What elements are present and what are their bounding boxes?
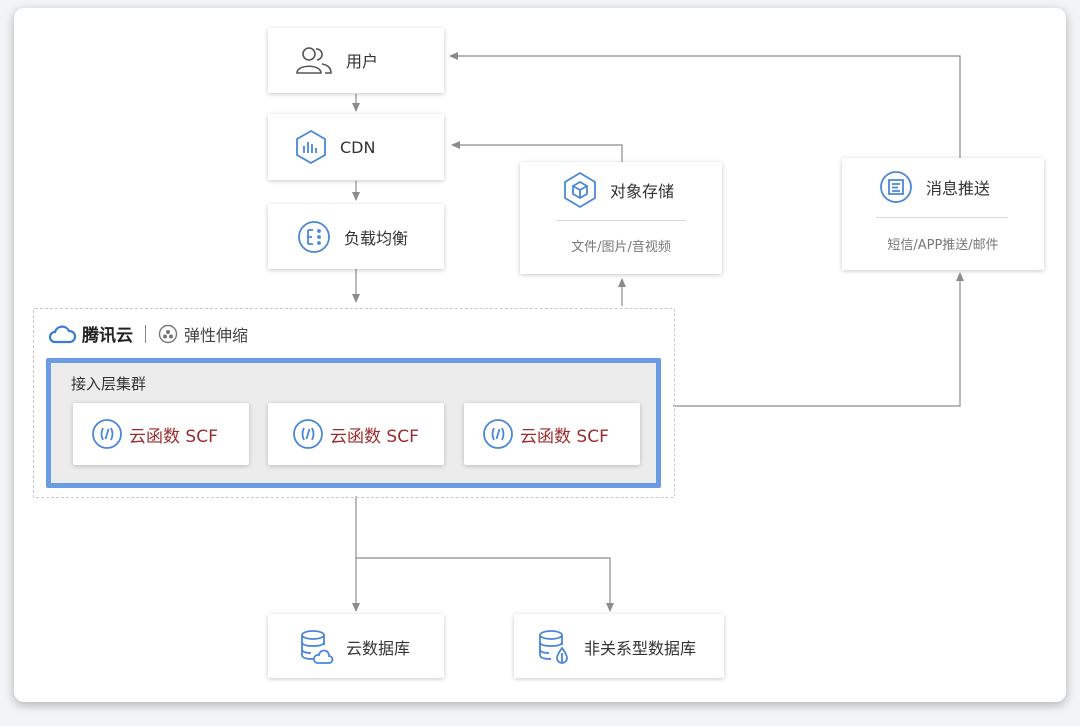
object-storage-node: 对象存储 文件/图片/音视频 bbox=[520, 162, 722, 274]
edge-storage-cdn bbox=[451, 141, 623, 162]
edge-cloud-nosqldb bbox=[356, 557, 614, 612]
message-push-divider bbox=[876, 217, 1008, 218]
cdn-hexagon-icon bbox=[296, 129, 326, 165]
brand-separator bbox=[145, 324, 146, 343]
message-push-sub: 短信/APP推送/邮件 bbox=[887, 238, 999, 253]
load-balancer-icon bbox=[298, 221, 330, 253]
user-node: 用户 bbox=[268, 28, 444, 93]
elastic-scaling-icon bbox=[158, 324, 178, 343]
edge-push-user bbox=[449, 52, 961, 158]
user-label: 用户 bbox=[346, 52, 379, 71]
scf-function-label: 云函数 SCF bbox=[330, 426, 419, 447]
scf-function-label: 云函数 SCF bbox=[129, 426, 218, 447]
object-storage-icon bbox=[564, 171, 596, 209]
cloud-database-label: 云数据库 bbox=[346, 639, 411, 658]
load-balancer-node: 负载均衡 bbox=[268, 204, 444, 269]
message-push-label: 消息推送 bbox=[926, 179, 991, 198]
scf-function-2: 云函数 SCF bbox=[268, 403, 444, 465]
scf-function-icon bbox=[92, 419, 122, 449]
object-storage-sub: 文件/图片/音视频 bbox=[571, 240, 671, 255]
message-push-icon bbox=[880, 171, 912, 203]
scf-function-label: 云函数 SCF bbox=[520, 426, 609, 447]
cluster-title: 接入层集群 bbox=[71, 375, 147, 393]
nosql-database-label: 非关系型数据库 bbox=[584, 639, 697, 658]
tencent-cloud-brand: 腾讯云 bbox=[82, 326, 133, 346]
object-storage-divider bbox=[556, 220, 686, 221]
tencent-cloud-logo-icon bbox=[48, 325, 77, 343]
elastic-scaling-label: 弹性伸缩 bbox=[184, 325, 249, 345]
diagram-canvas bbox=[14, 8, 1066, 702]
cloud-brand-row: 腾讯云 弹性伸缩 bbox=[48, 321, 248, 346]
nosql-database-node: 非关系型数据库 bbox=[514, 614, 724, 678]
cdn-label: CDN bbox=[340, 137, 376, 157]
edge-cloud-push bbox=[673, 272, 964, 407]
tencent-cloud-zone bbox=[33, 308, 675, 498]
message-push-node: 消息推送 短信/APP推送/邮件 bbox=[842, 158, 1044, 270]
scf-function-1: 云函数 SCF bbox=[73, 403, 249, 465]
cdn-node: CDN bbox=[268, 114, 444, 180]
scf-function-3: 云函数 SCF bbox=[464, 403, 640, 465]
cloud-database-node: 云数据库 bbox=[268, 614, 444, 678]
users-icon bbox=[296, 47, 332, 74]
object-storage-label: 对象存储 bbox=[610, 182, 675, 201]
load-balancer-label: 负载均衡 bbox=[344, 229, 409, 248]
scf-function-icon bbox=[483, 419, 513, 449]
cloud-database-icon bbox=[301, 630, 334, 664]
scf-function-icon bbox=[293, 419, 323, 449]
nosql-database-icon bbox=[539, 630, 568, 664]
